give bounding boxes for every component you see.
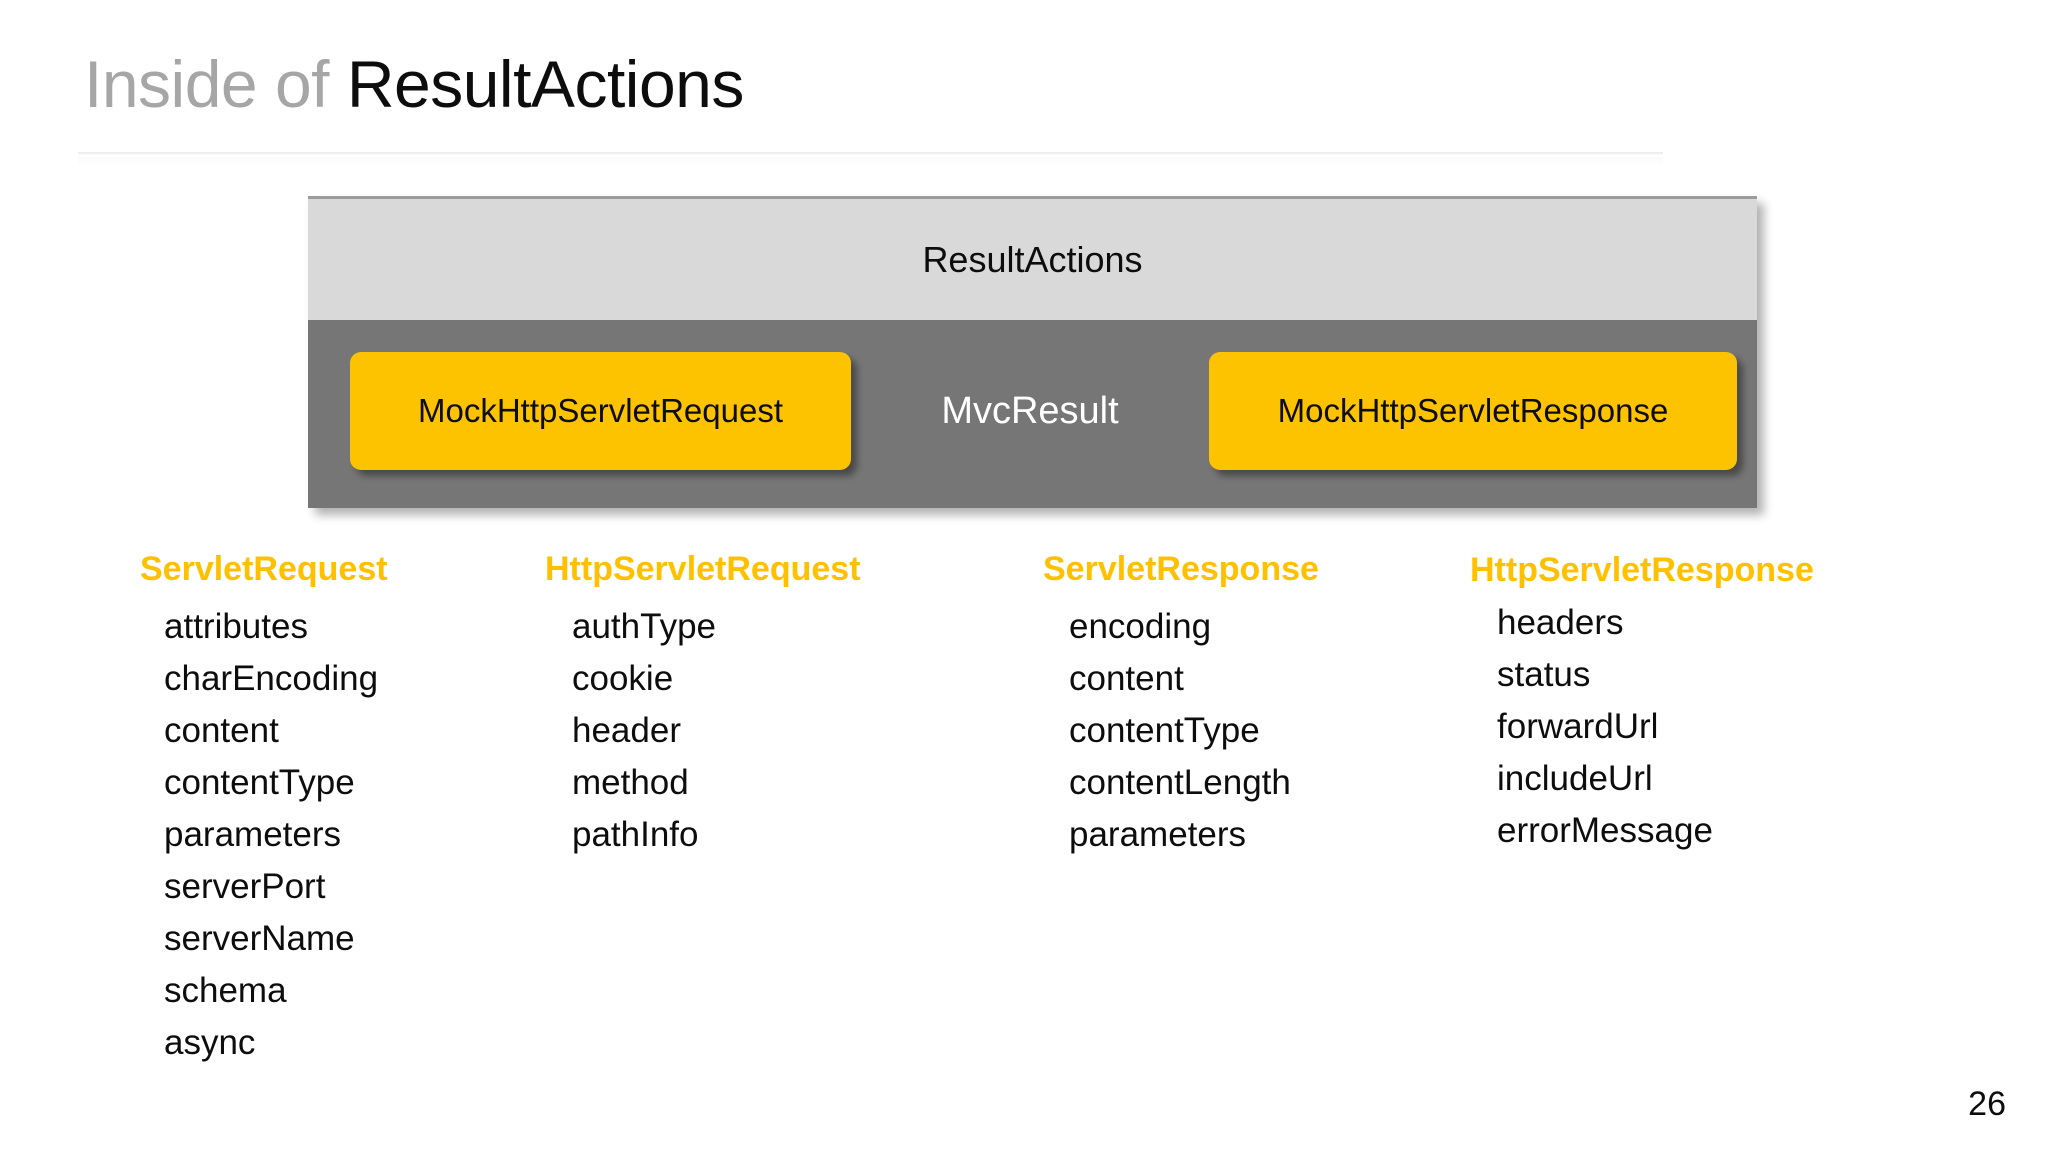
page-title-prefix: Inside of [84,47,347,121]
list-item: content [164,711,279,750]
title-divider [78,152,1663,155]
list-item: forwardUrl [1497,707,1659,746]
list-item: charEncoding [164,659,379,698]
list-item: async [164,1023,256,1062]
column-heading: ServletResponse [1043,550,1319,588]
mock-http-servlet-response-box: MockHttpServletResponse [1209,352,1737,470]
list-item: pathInfo [572,815,699,854]
diagram-header-band: ResultActions [308,196,1757,320]
column-item-list: attributes charEncoding content contentT… [164,601,388,1069]
column-http-servlet-request: HttpServletRequest authType cookie heade… [545,552,861,861]
column-heading: HttpServletResponse [1470,551,1814,589]
list-item: includeUrl [1497,759,1653,798]
list-item: attributes [164,607,308,646]
column-servlet-response: ServletResponse encoding content content… [1043,552,1319,861]
list-item: header [572,711,681,750]
list-item: status [1497,655,1591,694]
column-http-servlet-response: HttpServletResponse headers status forwa… [1470,552,1814,857]
mock-http-servlet-response-label: MockHttpServletResponse [1277,392,1669,429]
list-item: contentType [164,763,355,802]
list-item: contentLength [1069,763,1291,802]
column-servlet-request: ServletRequest attributes charEncoding c… [140,552,388,1069]
list-item: headers [1497,603,1624,642]
list-item: serverName [164,919,355,958]
column-heading: HttpServletRequest [545,550,861,588]
list-item: serverPort [164,867,326,906]
column-item-list: authType cookie header method pathInfo [572,601,861,861]
list-item: cookie [572,659,674,698]
result-actions-diagram: ResultActions MockHttpServletRequest Mvc… [308,196,1757,508]
page-number: 26 [1968,1085,2006,1123]
title-divider-shadow [78,157,1663,166]
list-item: parameters [164,815,342,854]
diagram-body-band: MockHttpServletRequest MvcResult MockHtt… [308,320,1757,508]
column-item-list: encoding content contentType contentLeng… [1069,601,1319,861]
list-item: schema [164,971,287,1010]
list-item: errorMessage [1497,811,1713,850]
list-item: contentType [1069,711,1260,750]
list-item: parameters [1069,815,1247,854]
mock-http-servlet-request-box: MockHttpServletRequest [350,352,851,470]
list-item: encoding [1069,607,1212,646]
column-heading: ServletRequest [140,550,388,588]
mvc-result-box: MvcResult [851,352,1209,470]
attribute-columns: ServletRequest attributes charEncoding c… [0,552,2048,1112]
page-title-emphasis: ResultActions [346,47,745,121]
mvc-result-label: MvcResult [941,389,1119,432]
list-item: method [572,763,689,802]
column-item-list: headers status forwardUrl includeUrl err… [1497,597,1814,857]
diagram-header-label: ResultActions [922,238,1143,280]
mock-http-servlet-request-label: MockHttpServletRequest [418,392,783,429]
list-item: content [1069,659,1184,698]
page-title: Inside of ResultActions [84,47,745,122]
list-item: authType [572,607,716,646]
